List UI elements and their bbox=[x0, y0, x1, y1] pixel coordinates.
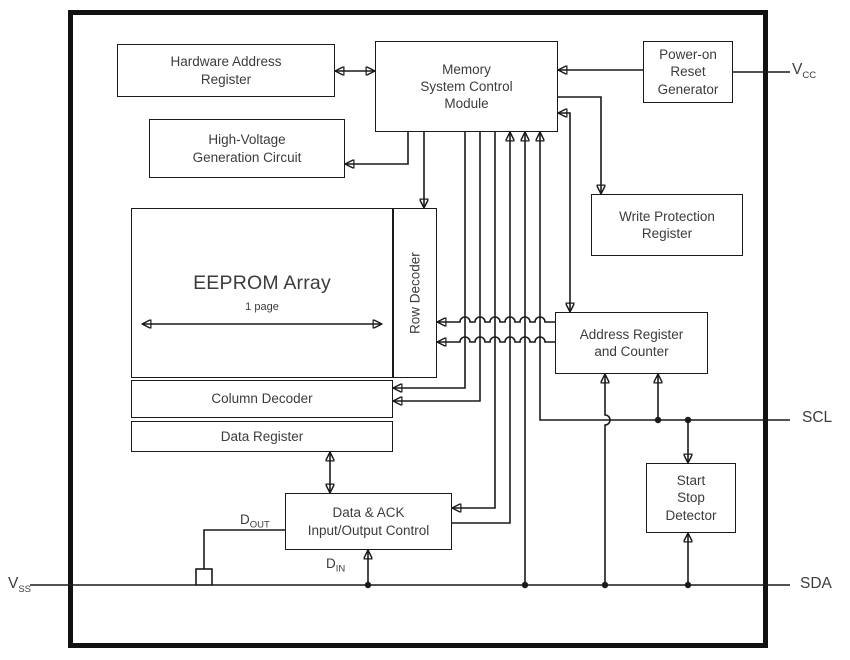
dout-sub: OUT bbox=[249, 519, 270, 531]
block-memory-system-control-module: Memory System Control Module bbox=[375, 41, 558, 132]
vss-pin-label: VSS bbox=[8, 575, 31, 595]
block-write-protection-register: Write Protection Register bbox=[591, 194, 743, 256]
scl-pin-label: SCL bbox=[802, 409, 833, 426]
dout-signal-label: DOUT bbox=[240, 512, 270, 531]
din-sub: IN bbox=[335, 563, 346, 575]
block-hardware-address-register: Hardware Address Register bbox=[117, 44, 335, 97]
vss-base: V bbox=[8, 575, 19, 592]
vss-sub: SS bbox=[18, 584, 32, 596]
vcc-sub: CC bbox=[802, 70, 817, 82]
block-data-register: Data Register bbox=[131, 421, 393, 452]
din-signal-label: DIN bbox=[326, 556, 345, 575]
block-start-stop-detector: Start Stop Detector bbox=[646, 463, 736, 533]
dout-base: D bbox=[240, 512, 250, 527]
vcc-base: V bbox=[792, 61, 803, 78]
block-column-decoder: Column Decoder bbox=[131, 380, 393, 418]
block-high-voltage-generation-circuit: High-Voltage Generation Circuit bbox=[149, 119, 345, 178]
din-base: D bbox=[326, 556, 336, 571]
block-power-on-reset-generator: Power-on Reset Generator bbox=[643, 41, 733, 103]
block-address-register-and-counter: Address Register and Counter bbox=[555, 312, 708, 374]
block-eeprom-array: EEPROM Array bbox=[131, 208, 393, 378]
sda-pin-label: SDA bbox=[800, 575, 832, 592]
eeprom-page-size-label: 1 page bbox=[245, 301, 279, 313]
block-data-ack-io-control: Data & ACK Input/Output Control bbox=[285, 493, 452, 550]
vcc-pin-label: VCC bbox=[792, 61, 816, 81]
block-row-decoder: Row Decoder bbox=[393, 208, 437, 378]
